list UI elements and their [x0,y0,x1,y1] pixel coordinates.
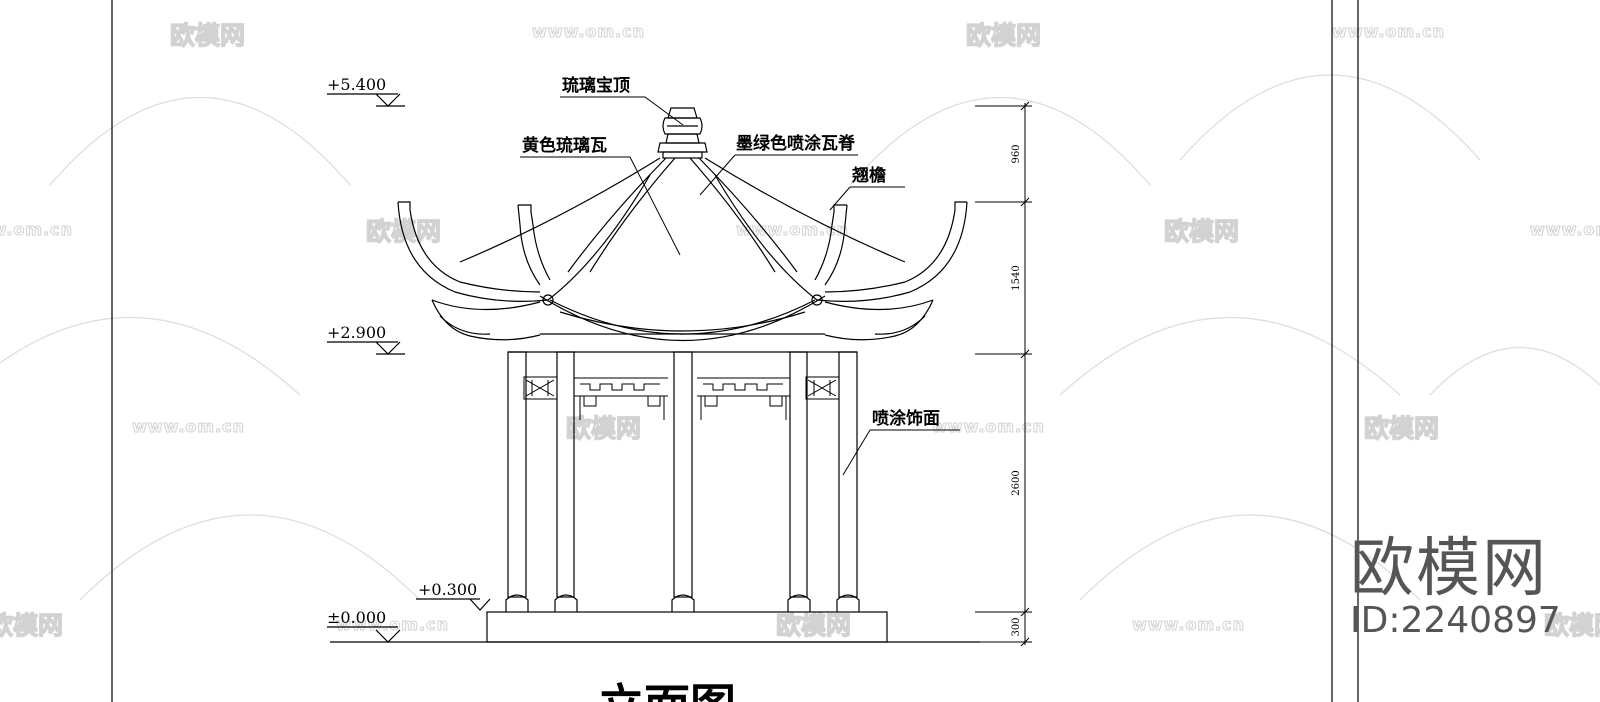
watermark-brand: 欧模网 [366,217,441,246]
watermark-url-group: www.om.cn www.om.cn www.om.cn www.om.cn … [0,22,1600,635]
eave-right [816,201,968,341]
column-5 [838,351,858,598]
level-eave: +2.900 [327,323,386,342]
dim-base: 300 [1011,617,1022,636]
level-top: +5.400 [327,75,386,94]
watermark-url: www.om.cn [336,615,449,634]
watermark-layer: 欧模网 欧模网 欧模网 欧模网 欧模网 欧模网 欧模网 欧模网 欧模网 www.… [0,20,1600,641]
dim-roof-top: 960 [1011,144,1022,163]
watermark-brand: 欧模网 [0,611,63,640]
sheet-frame [111,0,1359,702]
level-platform: +0.300 [418,580,477,599]
watermark-url: www.om.cn [1332,22,1445,41]
dimension-chain [975,101,1032,647]
logo-id: ID:2240897 [1350,600,1561,641]
logo-name: 欧模网 [1350,532,1548,606]
watermark-arc [49,97,351,186]
lintel [508,333,857,353]
main-ridges [567,157,798,273]
dim-column: 2600 [1011,470,1022,495]
label-eave: 翘檐 [851,165,886,186]
watermark-brand: 欧模网 [170,21,245,50]
watermark-arc [1179,74,1481,161]
watermark-arc [79,514,421,601]
level-ground: ±0.000 [327,608,386,627]
watermark-arc [1059,317,1401,396]
watermark-brand-group: 欧模网 欧模网 欧模网 欧模网 欧模网 欧模网 欧模网 欧模网 欧模网 [0,20,1600,640]
finial [657,107,708,159]
label-column-finish: 喷涂饰面 [872,408,940,429]
label-finial: 琉璃宝顶 [562,75,630,96]
label-ridge: 墨绿色喷涂瓦脊 [736,133,856,154]
watermark-brand: 欧模网 [1364,414,1439,443]
label-yellow-tile: 黄色琉璃瓦 [522,135,607,156]
column-2 [556,351,575,598]
watermark-arc [849,97,1151,186]
column-1 [507,351,527,598]
watermark-url: www.om.cn [1530,220,1600,239]
watermark-brand: 欧模网 [566,414,641,443]
watermark-arc [0,317,301,396]
watermark-url: www.om.cn [1132,615,1245,634]
drawing-title: 立面图 [598,679,736,702]
pavilion-elevation [330,107,980,643]
watermark-brand: 欧模网 [966,21,1041,50]
eave-inner-right [814,204,848,286]
columns [505,351,860,612]
watermark-brand: 欧模网 [1164,217,1239,246]
watermark-brand: 欧模网 [776,611,851,640]
column-3 [673,351,693,598]
watermark-arc [1079,514,1421,601]
dim-roof: 1540 [1011,265,1022,290]
watermark-url: www.om.cn [736,220,849,239]
logo-stamp: 欧模网 ID:2240897 [1350,534,1590,642]
base-platform [330,611,980,643]
column-4 [789,351,808,598]
watermark-url: www.om.cn [0,220,73,239]
watermark-url: www.om.cn [932,417,1045,436]
watermark-url: www.om.cn [532,22,645,41]
leader-lines [520,96,960,476]
roof-sheets [459,157,906,301]
eave-inner-left [517,204,551,286]
eave-left [397,201,549,341]
watermark-brand: 欧模网 [1544,611,1600,640]
level-markers [327,93,491,643]
watermark-arc [1429,346,1600,396]
watermark-url: www.om.cn [132,417,245,436]
